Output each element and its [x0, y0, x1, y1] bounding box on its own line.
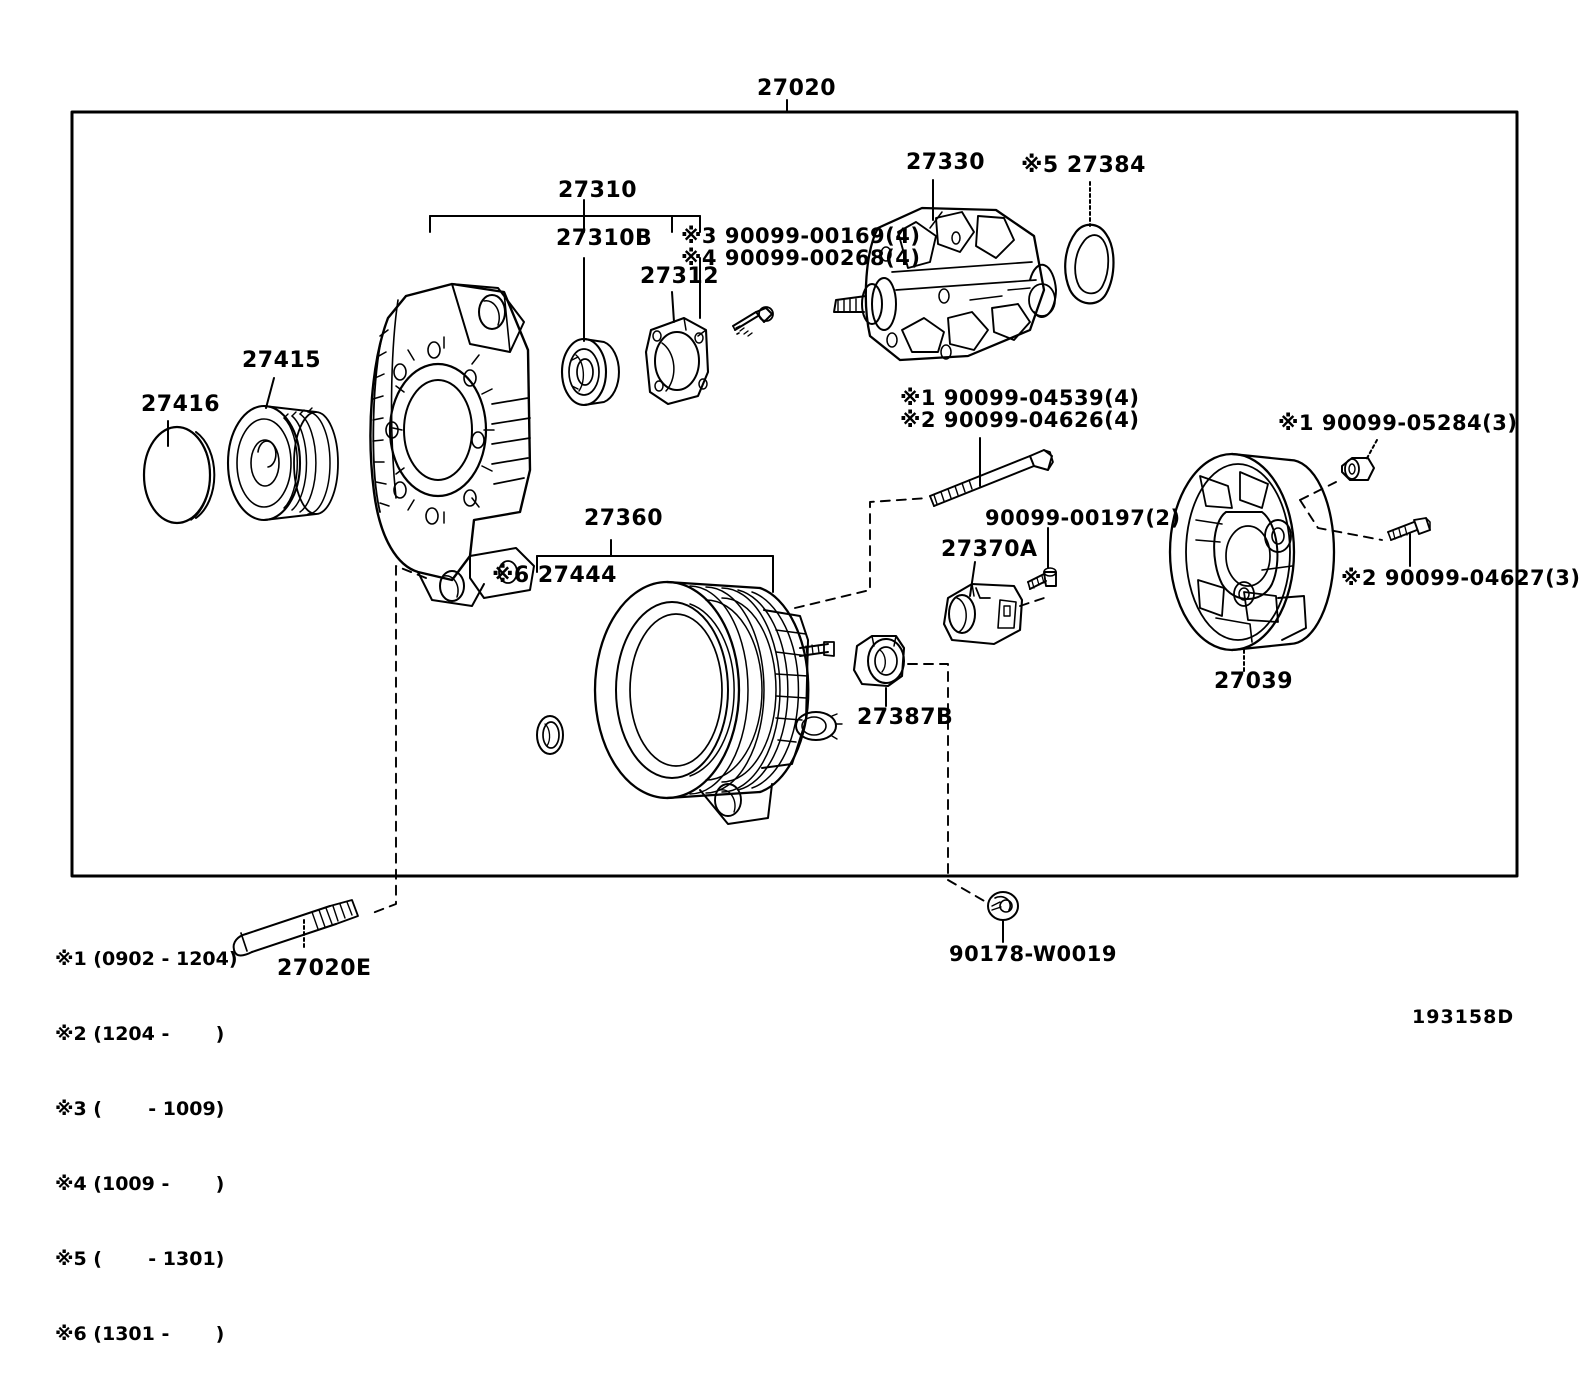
label-27387B: 27387B — [857, 705, 954, 730]
leader-27370A — [969, 561, 976, 597]
part-27370A-insulator — [942, 582, 1024, 646]
label-bolt-note-1: ※1 90099-04539(4) — [900, 386, 1140, 410]
assembly-leaders-center — [794, 497, 1045, 903]
legend-item-6: ※6 (1301 - ) — [55, 1323, 225, 1345]
label-27310B: 27310B — [556, 226, 653, 251]
label-screw-note-3: ※3 90099-00169(4) — [681, 224, 921, 248]
assembly-leader-27020E — [369, 565, 427, 915]
part-90099-screw-small — [732, 306, 774, 337]
label-27444: ※6 27444 — [492, 563, 617, 588]
label-27330: 27330 — [906, 150, 986, 175]
part-through-bolt-long — [929, 449, 1054, 507]
label-27312: 27312 — [640, 264, 720, 289]
assembly-leaders-rear — [1299, 481, 1383, 541]
label-27370A: 27370A — [941, 537, 1038, 562]
leader-27312 — [671, 291, 675, 323]
label-90178-W0019: 90178-W0019 — [949, 942, 1117, 966]
bracket-27360 — [536, 539, 774, 593]
legend-block: ※1 (0902 - 1204) ※2 (1204 - ) ※3 ( - 100… — [55, 897, 238, 1397]
part-90099-05284-nut — [1341, 457, 1375, 481]
part-27330-rotor — [833, 206, 1057, 362]
part-27387B-bushing — [852, 634, 906, 688]
label-screw-note-4: ※4 90099-00268(4) — [681, 246, 921, 270]
parts-diagram-page: 27020 27416 27415 27310 27310B 27312 ※3 … — [55, 76, 1581, 1346]
part-27310B-bearing — [560, 337, 620, 407]
legend-item-2: ※2 (1204 - ) — [55, 1023, 225, 1045]
part-90099-04627-bolt — [1387, 517, 1431, 541]
leader-05284 — [1365, 439, 1378, 461]
part-27039-rear-cover — [1168, 452, 1336, 652]
part-90099-00197-screw — [1027, 567, 1057, 590]
part-27312-retainer-plate — [644, 316, 710, 406]
label-90099-00197: 90099-00197(2) — [985, 506, 1181, 530]
part-27384-seal — [1064, 223, 1115, 305]
label-27416: 27416 — [141, 392, 221, 417]
legend-item-1: ※1 (0902 - 1204) — [55, 948, 238, 970]
leader-27415 — [265, 377, 275, 409]
diagram-artwork — [70, 99, 1519, 957]
part-27020E-bolt — [232, 899, 359, 957]
diagram-frame — [70, 110, 1519, 878]
legend-item-5: ※5 ( - 1301) — [55, 1248, 225, 1270]
label-90099-04627: ※2 90099-04627(3) — [1341, 566, 1581, 590]
part-27444-washer — [536, 715, 564, 755]
label-27020E: 27020E — [277, 956, 372, 981]
label-27310: 27310 — [558, 178, 638, 203]
part-90178-W0019-nut — [987, 891, 1019, 921]
label-27415: 27415 — [242, 348, 322, 373]
legend-item-3: ※3 ( - 1009) — [55, 1098, 225, 1120]
sheet-id: 193158D — [1412, 1006, 1515, 1028]
label-bolt-note-2: ※2 90099-04626(4) — [900, 408, 1140, 432]
legend-item-4: ※4 (1009 - ) — [55, 1173, 225, 1195]
part-27310-drive-end-frame — [369, 282, 535, 607]
part-27416-cap — [142, 425, 216, 525]
part-27360-stator — [593, 580, 843, 825]
label-27039: 27039 — [1214, 669, 1294, 694]
label-27384: ※5 27384 — [1021, 153, 1146, 178]
page-title-number: 27020 — [757, 76, 837, 101]
label-27360: 27360 — [584, 506, 664, 531]
label-90099-05284: ※1 90099-05284(3) — [1278, 411, 1518, 435]
part-27415-pulley — [226, 404, 339, 522]
